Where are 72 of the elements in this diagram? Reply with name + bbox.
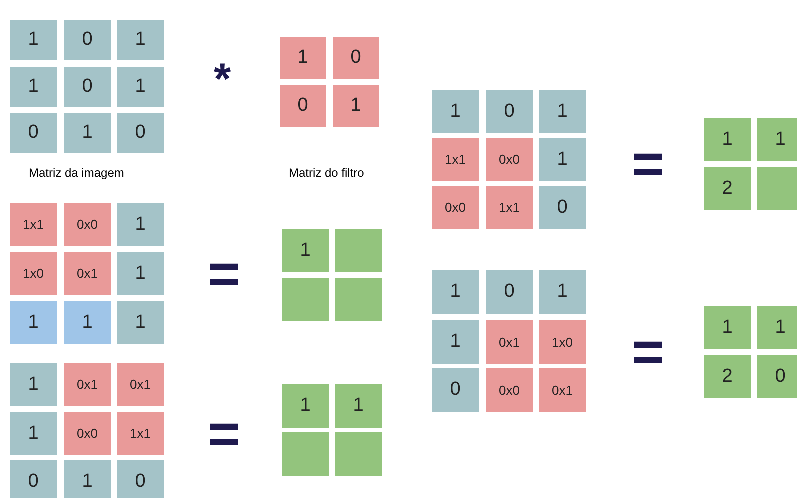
matrix-cell: 0	[280, 85, 326, 127]
matrix-cell: 0	[10, 460, 57, 498]
matrix-cell: 0	[117, 113, 164, 153]
matrix-cell: 1x0	[10, 252, 57, 295]
matrix-cell: 1	[432, 90, 479, 133]
equals-sign: =	[632, 324, 665, 380]
matrix-cell: 0	[486, 270, 533, 314]
matrix-cell: 1	[432, 320, 479, 364]
matrix-cell: 1	[282, 384, 329, 428]
equals-sign: =	[632, 136, 665, 192]
matrix-cell: 1	[333, 85, 379, 127]
matrix-cell: 1	[757, 306, 797, 349]
matrix-cell: 1	[64, 460, 111, 498]
matrix-cell: 0x0	[64, 412, 111, 455]
matrix-cell: 1	[117, 252, 164, 295]
matrix-cell: 1	[704, 118, 751, 161]
matrix-cell: 1	[10, 67, 57, 107]
matrix-cell: 0x0	[486, 368, 533, 412]
matrix-cell: 1x1	[432, 138, 479, 181]
matrix-cell: 0	[64, 67, 111, 107]
matrix-cell: 0	[10, 113, 57, 153]
multiply-sign: *	[214, 58, 232, 102]
matrix-cell: 1x0	[539, 320, 586, 364]
matrix-cell: 1	[117, 301, 164, 344]
matrix-cell: 1	[539, 90, 586, 133]
matrix-cell: 1x1	[117, 412, 164, 455]
matrix-cell: 0	[432, 368, 479, 412]
matrix-cell: 0x0	[64, 203, 111, 246]
matrix-cell: 1	[64, 113, 111, 153]
matrix-cell: 1x1	[486, 186, 533, 229]
caption: Matriz do filtro	[289, 166, 364, 180]
matrix-cell	[757, 167, 797, 210]
matrix-cell: 0x0	[486, 138, 533, 181]
matrix-cell: 1	[704, 306, 751, 349]
matrix-cell: 0x1	[117, 363, 164, 406]
matrix-cell: 0x1	[486, 320, 533, 364]
matrix-cell: 1	[117, 20, 164, 60]
matrix-cell: 1	[64, 301, 111, 344]
matrix-cell: 1	[539, 138, 586, 181]
matrix-cell: 0	[117, 460, 164, 498]
matrix-cell: 1	[10, 301, 57, 344]
matrix-cell: 2	[704, 167, 751, 210]
matrix-cell	[335, 278, 382, 321]
equals-sign: =	[208, 246, 241, 302]
matrix-cell: 1	[10, 20, 57, 60]
matrix-cell: 0	[757, 355, 797, 398]
matrix-cell: 1	[282, 229, 329, 272]
matrix-cell: 1	[117, 67, 164, 107]
matrix-cell: 0x1	[64, 252, 111, 295]
matrix-cell	[282, 278, 329, 321]
matrix-cell: 0x1	[539, 368, 586, 412]
matrix-cell: 1	[10, 412, 57, 455]
matrix-cell	[335, 229, 382, 272]
matrix-cell: 0	[64, 20, 111, 60]
matrix-cell: 1x1	[10, 203, 57, 246]
matrix-cell: 1	[280, 37, 326, 79]
matrix-cell: 0x1	[64, 363, 111, 406]
matrix-cell: 1	[539, 270, 586, 314]
matrix-cell: 0	[539, 186, 586, 229]
matrix-cell: 1	[335, 384, 382, 428]
matrix-cell: 1	[757, 118, 797, 161]
caption: Matriz da imagem	[29, 166, 124, 180]
matrix-cell: 1	[117, 203, 164, 246]
matrix-cell: 1	[10, 363, 57, 406]
matrix-cell: 0	[486, 90, 533, 133]
matrix-cell: 0x0	[432, 186, 479, 229]
equals-sign: =	[208, 406, 241, 462]
matrix-cell	[335, 432, 382, 476]
matrix-cell: 2	[704, 355, 751, 398]
matrix-cell: 0	[333, 37, 379, 79]
matrix-cell	[282, 432, 329, 476]
matrix-cell: 1	[432, 270, 479, 314]
